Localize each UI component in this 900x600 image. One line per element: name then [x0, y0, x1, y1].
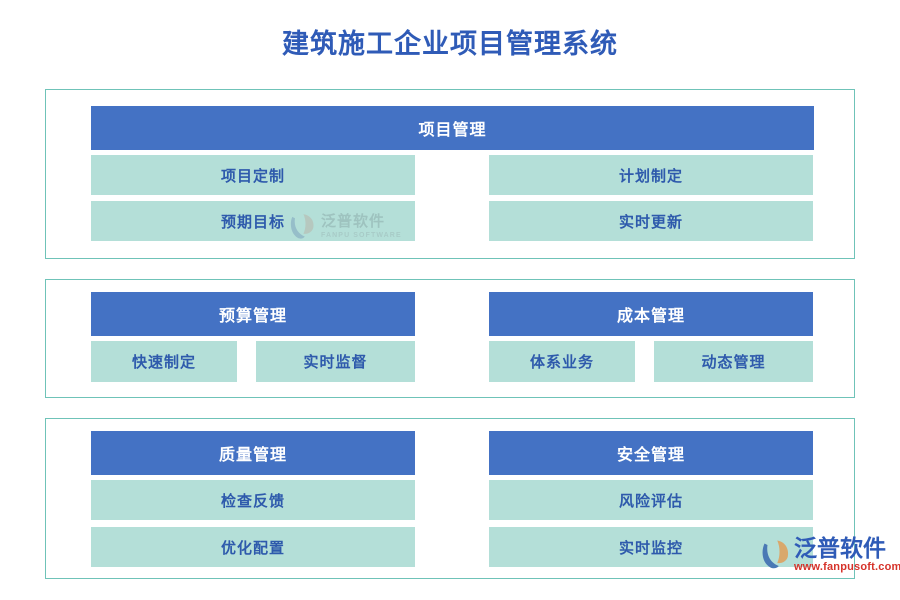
section-project-management: 项目管理 项目定制 计划制定 预期目标 实时更新: [45, 89, 855, 259]
feature-box[interactable]: 计划制定: [489, 155, 813, 195]
feature-box[interactable]: 快速制定: [91, 341, 237, 382]
module-header-quality-management[interactable]: 质量管理: [91, 431, 415, 475]
feature-box[interactable]: 项目定制: [91, 155, 415, 195]
feature-box[interactable]: 风险评估: [489, 480, 813, 520]
module-header-safety-management[interactable]: 安全管理: [489, 431, 813, 475]
feature-box[interactable]: 体系业务: [489, 341, 635, 382]
page-title: 建筑施工企业项目管理系统: [282, 29, 618, 59]
feature-box[interactable]: 实时监控: [489, 527, 813, 567]
module-header-project-management[interactable]: 项目管理: [91, 106, 814, 150]
module-header-cost-management[interactable]: 成本管理: [489, 292, 813, 336]
section-quality-safety-management: 质量管理 安全管理 检查反馈 风险评估 优化配置 实时监控: [45, 418, 855, 579]
module-header-budget-management[interactable]: 预算管理: [91, 292, 415, 336]
feature-box[interactable]: 预期目标: [91, 201, 415, 241]
feature-box[interactable]: 实时监督: [256, 341, 415, 382]
feature-box[interactable]: 实时更新: [489, 201, 813, 241]
section-budget-cost-management: 预算管理 成本管理 快速制定 实时监督 体系业务 动态管理: [45, 279, 855, 398]
feature-box[interactable]: 优化配置: [91, 527, 415, 567]
feature-box[interactable]: 检查反馈: [91, 480, 415, 520]
feature-box[interactable]: 动态管理: [654, 341, 813, 382]
